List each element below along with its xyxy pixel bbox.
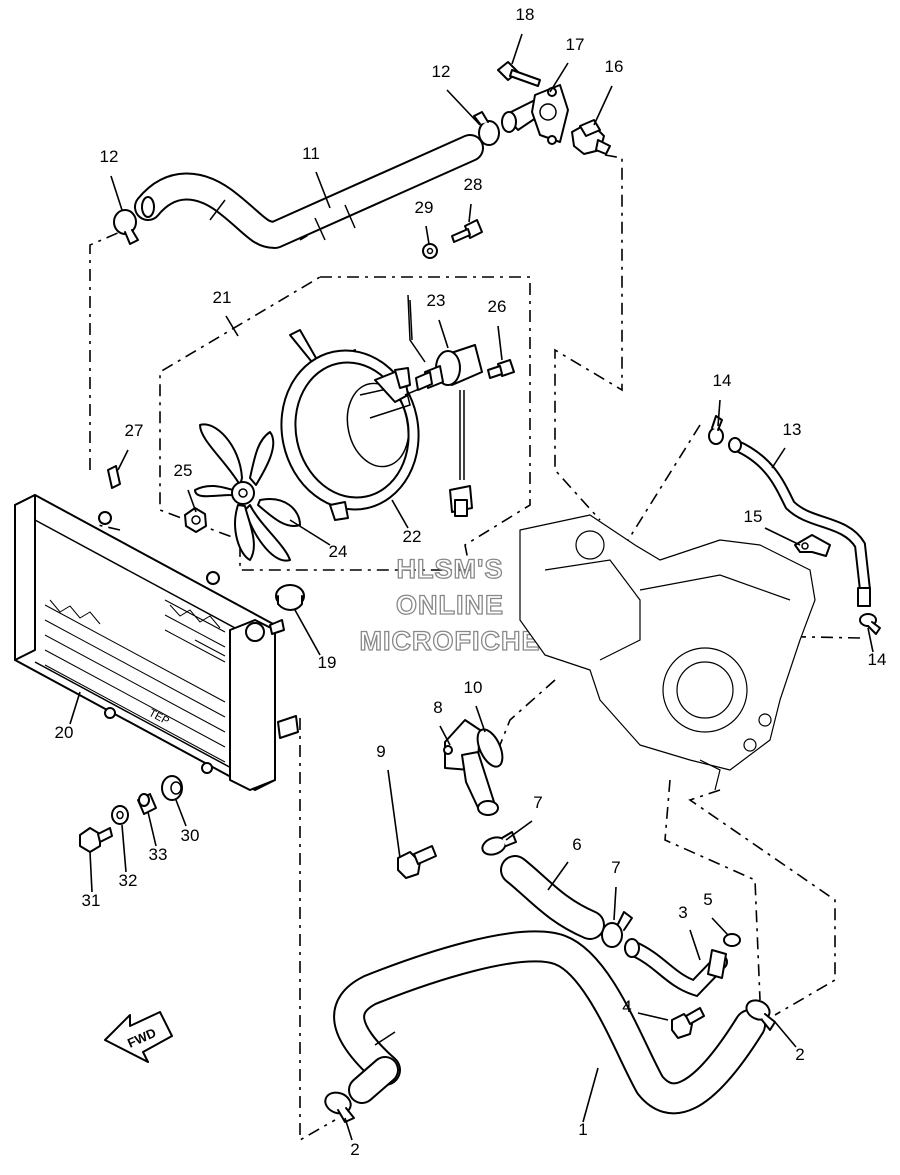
callout-23: 23 [427, 291, 446, 310]
grommet-30 [161, 775, 183, 801]
callout-24: 24 [329, 542, 348, 561]
fan-assembly-box [159, 276, 531, 571]
callout-1: 1 [578, 1120, 587, 1139]
fan-motor [407, 294, 483, 517]
callout-7: 7 [611, 858, 620, 877]
callout-16: 16 [605, 57, 624, 76]
hose-6 [500, 855, 605, 940]
callout-26: 26 [488, 297, 507, 316]
callout-12: 12 [100, 147, 119, 166]
fwd-arrow: FWD [104, 1011, 173, 1063]
callout-5: 5 [703, 890, 712, 909]
washer-32 [111, 805, 129, 825]
lower-hose [333, 930, 766, 1115]
pipe-3 [624, 938, 728, 998]
callout-21: 21 [213, 288, 232, 307]
screw-26 [487, 359, 515, 379]
thermostat-housing [501, 84, 569, 145]
fan-shroud [280, 329, 446, 521]
callout-22: 22 [403, 527, 422, 546]
callout-2: 2 [350, 1140, 359, 1159]
callout-17: 17 [566, 35, 585, 54]
upper-hose [134, 134, 484, 249]
hose-clamp-14-upper [708, 415, 724, 445]
callout-6: 6 [572, 835, 581, 854]
hose-clamp-2-left [324, 1091, 355, 1123]
fan-blade [194, 423, 301, 562]
callout-31: 31 [82, 891, 101, 910]
callout-4: 4 [622, 997, 631, 1016]
bolt-9 [397, 845, 437, 879]
watermark: HLSM'S ONLINE MICROFICHE [359, 553, 541, 656]
o-ring-5 [723, 933, 741, 947]
callout-28: 28 [464, 175, 483, 194]
callout-29: 29 [415, 198, 434, 217]
callout-14: 14 [713, 371, 732, 390]
engine-block [519, 514, 816, 791]
pump-outlet-pipe [443, 719, 499, 816]
callout-7: 7 [533, 793, 542, 812]
hose-clamp-12-right [473, 111, 500, 146]
callout-20: 20 [55, 723, 74, 742]
callout-32: 32 [119, 871, 138, 890]
collar-33 [137, 793, 157, 815]
callout-11: 11 [302, 144, 320, 163]
callout-15: 15 [744, 507, 763, 526]
callout-numbers: 1223456778910111212131414151617181920212… [55, 5, 887, 1159]
washer-29 [422, 243, 438, 259]
callout-12: 12 [432, 62, 451, 81]
hose-holder [794, 534, 831, 557]
watermark-line-2: ONLINE [396, 590, 504, 620]
callout-13: 13 [783, 420, 802, 439]
radiator: TEP [14, 494, 299, 791]
assembly-lines [89, 154, 861, 1142]
watermark-line-1: HLSM'S [397, 554, 504, 584]
o-ring [476, 728, 504, 768]
screw-28 [451, 219, 483, 243]
callout-2: 2 [795, 1045, 804, 1064]
hose-clamp-14-lower [859, 613, 881, 635]
clip-27 [107, 465, 121, 489]
hose-clamp-2-right [745, 999, 776, 1031]
callout-25: 25 [174, 461, 193, 480]
thermo-switch [571, 119, 611, 155]
watermark-line-3: MICROFICHE [360, 626, 541, 656]
callout-3: 3 [678, 903, 687, 922]
bolt-18 [497, 61, 541, 87]
callout-19: 19 [318, 653, 337, 672]
callout-9: 9 [376, 742, 385, 761]
radiator-cap [275, 584, 305, 611]
hose-clamp-7-lower [601, 911, 633, 948]
callout-10: 10 [464, 678, 483, 697]
callout-33: 33 [149, 845, 168, 864]
bolt-31 [79, 827, 113, 853]
hose-clamp-12-left [113, 209, 139, 245]
callout-27: 27 [125, 421, 144, 440]
breather-hose [728, 437, 871, 607]
callout-30: 30 [181, 826, 200, 845]
bolt-4 [671, 1007, 705, 1039]
callout-14: 14 [868, 650, 887, 669]
callout-18: 18 [516, 5, 535, 24]
leader-lines [69, 33, 874, 1141]
callout-8: 8 [433, 698, 442, 717]
